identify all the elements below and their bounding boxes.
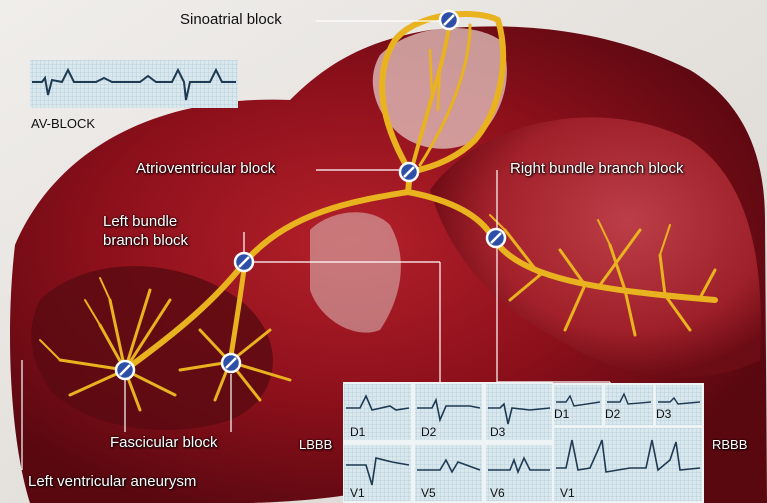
lbbb-lead-v5: V5	[421, 486, 436, 500]
block-symbol-icon	[222, 354, 240, 372]
rbbb-lead-v1: V1	[560, 486, 575, 500]
lbbb-label: LBBB	[299, 437, 332, 452]
av-block-ecg	[30, 60, 238, 108]
av-block-label: AV-BLOCK	[31, 115, 95, 133]
rbbb-lead-d3: D3	[656, 407, 671, 421]
sinoatrial-block-label: Sinoatrial block	[180, 11, 282, 29]
rbbb-lead-d2: D2	[605, 407, 620, 421]
block-symbol-icon	[400, 163, 418, 181]
rbbb-v1-strip	[554, 428, 702, 501]
lbbb-lead-d2: D2	[421, 425, 436, 439]
lbbb-ecg-panel	[343, 382, 553, 503]
left-bundle-label-line2: branch block	[103, 232, 188, 250]
rbbb-ecg-panel	[552, 383, 704, 503]
fascicular-block-label: Fascicular block	[110, 434, 218, 452]
lbbb-lead-d1: D1	[350, 425, 365, 439]
lbbb-lead-v6: V6	[490, 486, 505, 500]
rbbb-lead-d1: D1	[554, 407, 569, 421]
block-symbol-icon	[116, 361, 134, 379]
atrioventricular-block-label: Atrioventricular block	[136, 160, 275, 178]
left-ventricular-aneurysm-label: Left ventricular aneurysm	[28, 473, 196, 491]
lbbb-lead-d3: D3	[490, 425, 505, 439]
lbbb-lead-v1: V1	[350, 486, 365, 500]
block-symbol-icon	[440, 11, 458, 29]
left-bundle-label-line1: Left bundle	[103, 213, 177, 231]
right-bundle-branch-block-label: Right bundle branch block	[510, 160, 683, 178]
block-symbol-icon	[235, 253, 253, 271]
rbbb-label: RBBB	[712, 437, 747, 452]
block-symbol-icon	[487, 229, 505, 247]
